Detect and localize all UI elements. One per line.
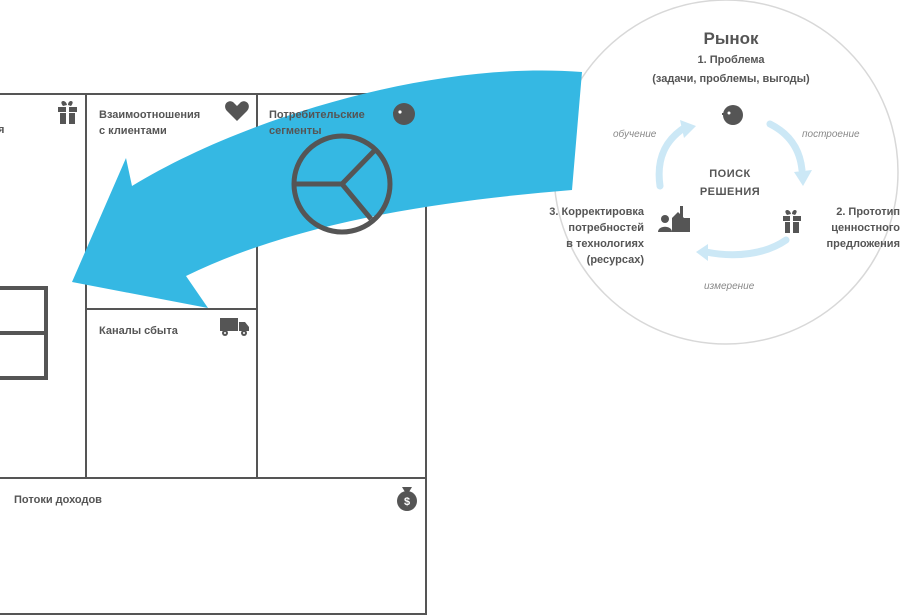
arrow-label-measuring: измерение [704,281,755,292]
pie-chart-icon [291,133,393,235]
circle-face-icon [722,105,743,125]
svg-text:$: $ [404,496,410,508]
partial-box-shape [0,286,48,380]
step1-line2: (задачи, проблемы, выгоды) [652,73,810,85]
arrow-label-building: построение [802,129,860,140]
market-title: Рынок [703,29,759,48]
step1-line1: 1. Проблема [697,54,765,66]
center-line1: ПОИСК [709,168,751,180]
gift-icon [58,100,77,124]
cycle-arrowheads [680,120,812,261]
step3-text: 3. Корректировка потребностей в технолог… [549,206,644,266]
money-bag-icon: $ [397,487,417,511]
channels-title: Каналы сбыта [99,325,178,337]
center-line2: РЕШЕНИЯ [699,186,761,198]
segments-title: Потребительские сегменты [269,109,365,137]
arrow-label-learning: обучение [613,129,657,140]
cycle-arrows [655,120,806,259]
step2-text: 2. Прототип ценностного предложения [826,206,900,250]
relationships-title: Взаимоотношения с клиентами [99,109,201,137]
heart-icon [225,101,249,121]
circle-gift-icon [783,209,801,233]
partial-cell-label: я [0,124,5,136]
truck-icon [220,318,249,336]
revenue-title: Потоки доходов [14,494,102,506]
worker-factory-icon [658,206,690,232]
face-icon [393,103,415,125]
big-curved-arrow [72,70,582,308]
